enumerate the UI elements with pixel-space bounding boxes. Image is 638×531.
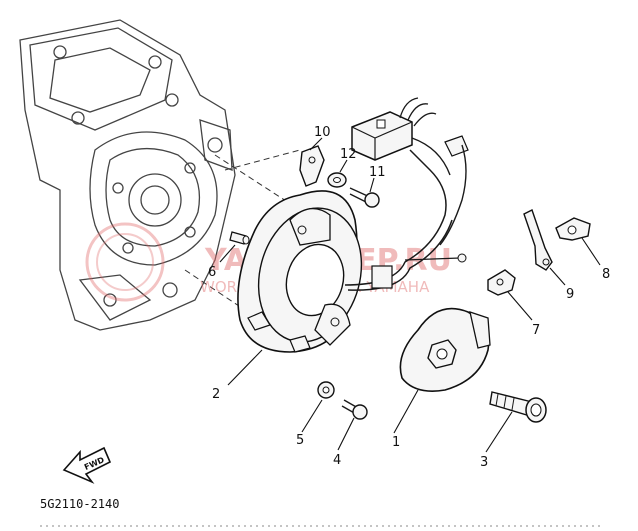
callout-7: 7: [532, 323, 540, 338]
stator-assembly: [237, 149, 467, 353]
callout-4: 4: [333, 453, 341, 468]
callout-12: 12: [340, 147, 357, 162]
fwd-arrow-icon: FWD: [62, 446, 112, 484]
part-7-bracket: [487, 269, 516, 296]
callout-9: 9: [566, 287, 574, 302]
part-11-screw: [349, 187, 380, 208]
part-10-clip: [299, 145, 325, 187]
watermark-seal: [85, 222, 165, 302]
wire-connector: [351, 97, 469, 246]
callout-8: 8: [602, 267, 610, 282]
callout-2: 2: [212, 387, 220, 402]
leader-lines: [219, 137, 601, 453]
callout-6: 6: [208, 265, 216, 280]
part-8-clamp: [555, 217, 591, 241]
part-3-bolt: [489, 391, 547, 423]
callout-10: 10: [314, 125, 331, 140]
part-1-rotor: [399, 307, 491, 392]
part-6-dowel-pin: [229, 231, 250, 245]
callout-labels: 10 12 11 6 2 1 3 4 5 7 9 8: [208, 125, 610, 470]
part-4-screw: [341, 399, 368, 420]
part-9-bracket: [523, 209, 553, 271]
callout-5: 5: [296, 433, 304, 448]
callout-1: 1: [392, 435, 400, 450]
callout-3: 3: [480, 455, 488, 470]
crankcase-outline: [19, 19, 236, 331]
part-code: 5G2110-2140: [40, 497, 119, 511]
callout-11: 11: [369, 165, 386, 180]
